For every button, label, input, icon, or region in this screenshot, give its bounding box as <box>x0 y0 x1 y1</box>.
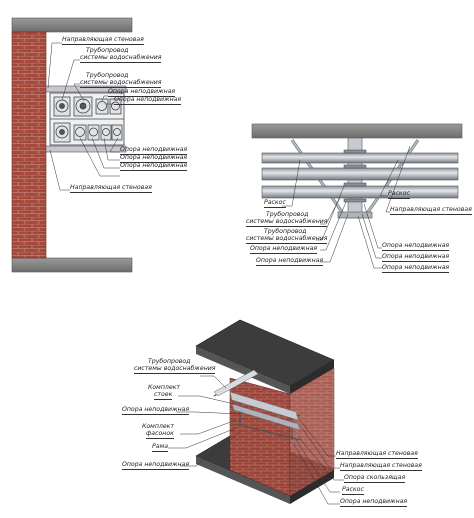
d1-leaders <box>47 42 120 191</box>
d2-ceiling-slab <box>251 123 463 139</box>
d2-label-pipe-line1: Трубопровод <box>266 211 309 218</box>
d1-pipe-row-1 <box>53 96 122 117</box>
d1-label-fixed-2: Опора неподвижная <box>114 96 182 105</box>
d2-clamps <box>343 149 367 203</box>
d1-label-fixed-1: Опора неподвижная <box>108 88 176 97</box>
d1-label-fixed-3: Опора неподвижная <box>120 146 188 155</box>
d1-guide-top <box>45 85 127 93</box>
d3-label-posts-line2: стоек <box>154 391 173 400</box>
d2-label-pipe-b-line1: Трубопровод <box>264 228 307 235</box>
d1-label-guide-bottom: Направляющая стеновая <box>70 184 152 193</box>
d1-brick-wall <box>11 31 47 259</box>
d3-label-fixed-2: Опора неподвижная <box>122 461 190 470</box>
d1-label-pipe-line1: Трубопровод <box>86 47 129 54</box>
d3-side-wall <box>289 367 335 497</box>
d3-label-sliding: Опора скользящая <box>344 474 406 483</box>
d3-label-gussets-line2: фасонок <box>146 430 174 439</box>
d1-label-fixed-4: Опора неподвижная <box>120 154 188 163</box>
d2-label-pipe-b-line2: системы водоснабжения <box>246 235 328 244</box>
d2-label-fixed-r1: Опора неподвижная <box>382 242 450 251</box>
d3-leaders <box>168 375 344 505</box>
d3-label-pipe-line1: Трубопровод <box>148 358 191 365</box>
d1-pipe-row-2 <box>53 122 123 143</box>
d3-label-fixed-3: Опора неподвижная <box>340 498 408 507</box>
d2-label-brace-left: Раскос <box>264 199 286 208</box>
d3-label-guide-1: Направляющая стеновая <box>336 450 418 459</box>
d3-label-brace: Раскос <box>342 486 364 495</box>
d2-label-fixed-l2: Опора неподвижная <box>256 257 324 266</box>
d2-label-fixed-r3: Опора неподвижная <box>382 264 450 273</box>
diagram1-wall-section <box>11 17 133 273</box>
d1-label-pipe-b-line2: системы водоснабжения <box>80 79 162 88</box>
d1-label-pipe-b-line1: Трубопровод <box>86 72 129 79</box>
d3-label-guide-2: Направляющая стеновая <box>340 462 422 471</box>
d3-label-pipe-line2: системы водоснабжения <box>134 365 216 374</box>
d3-label-fixed-1: Опора неподвижная <box>122 406 190 415</box>
d2-label-brace-right: Раскос <box>388 190 410 199</box>
d1-bottom-slab <box>11 257 133 273</box>
d1-label-pipe-line2: системы водоснабжения <box>80 54 162 63</box>
d1-top-slab <box>11 17 133 33</box>
d3-label-frame: Рама <box>152 443 168 452</box>
d1-label-fixed-5: Опора неподвижная <box>120 162 188 171</box>
d3-pipes <box>213 369 301 431</box>
d2-label-fixed-r2: Опора неподвижная <box>382 253 450 262</box>
d3-label-gussets-line1: Комплект <box>142 423 174 430</box>
d2-pipes <box>261 152 459 199</box>
diagram2-ceiling-section <box>251 123 463 269</box>
d2-label-guide: Направляющая стеновая <box>390 206 472 215</box>
d2-label-pipe-line2: системы водоснабжения <box>246 218 328 227</box>
d2-leaders <box>282 145 411 269</box>
diagram3-isometric <box>168 319 344 505</box>
d3-label-posts-line1: Комплект <box>148 384 180 391</box>
d1-label-guide-top: Направляющая стеновая <box>62 36 144 45</box>
d2-label-fixed-l1: Опора неподвижная <box>250 245 318 254</box>
